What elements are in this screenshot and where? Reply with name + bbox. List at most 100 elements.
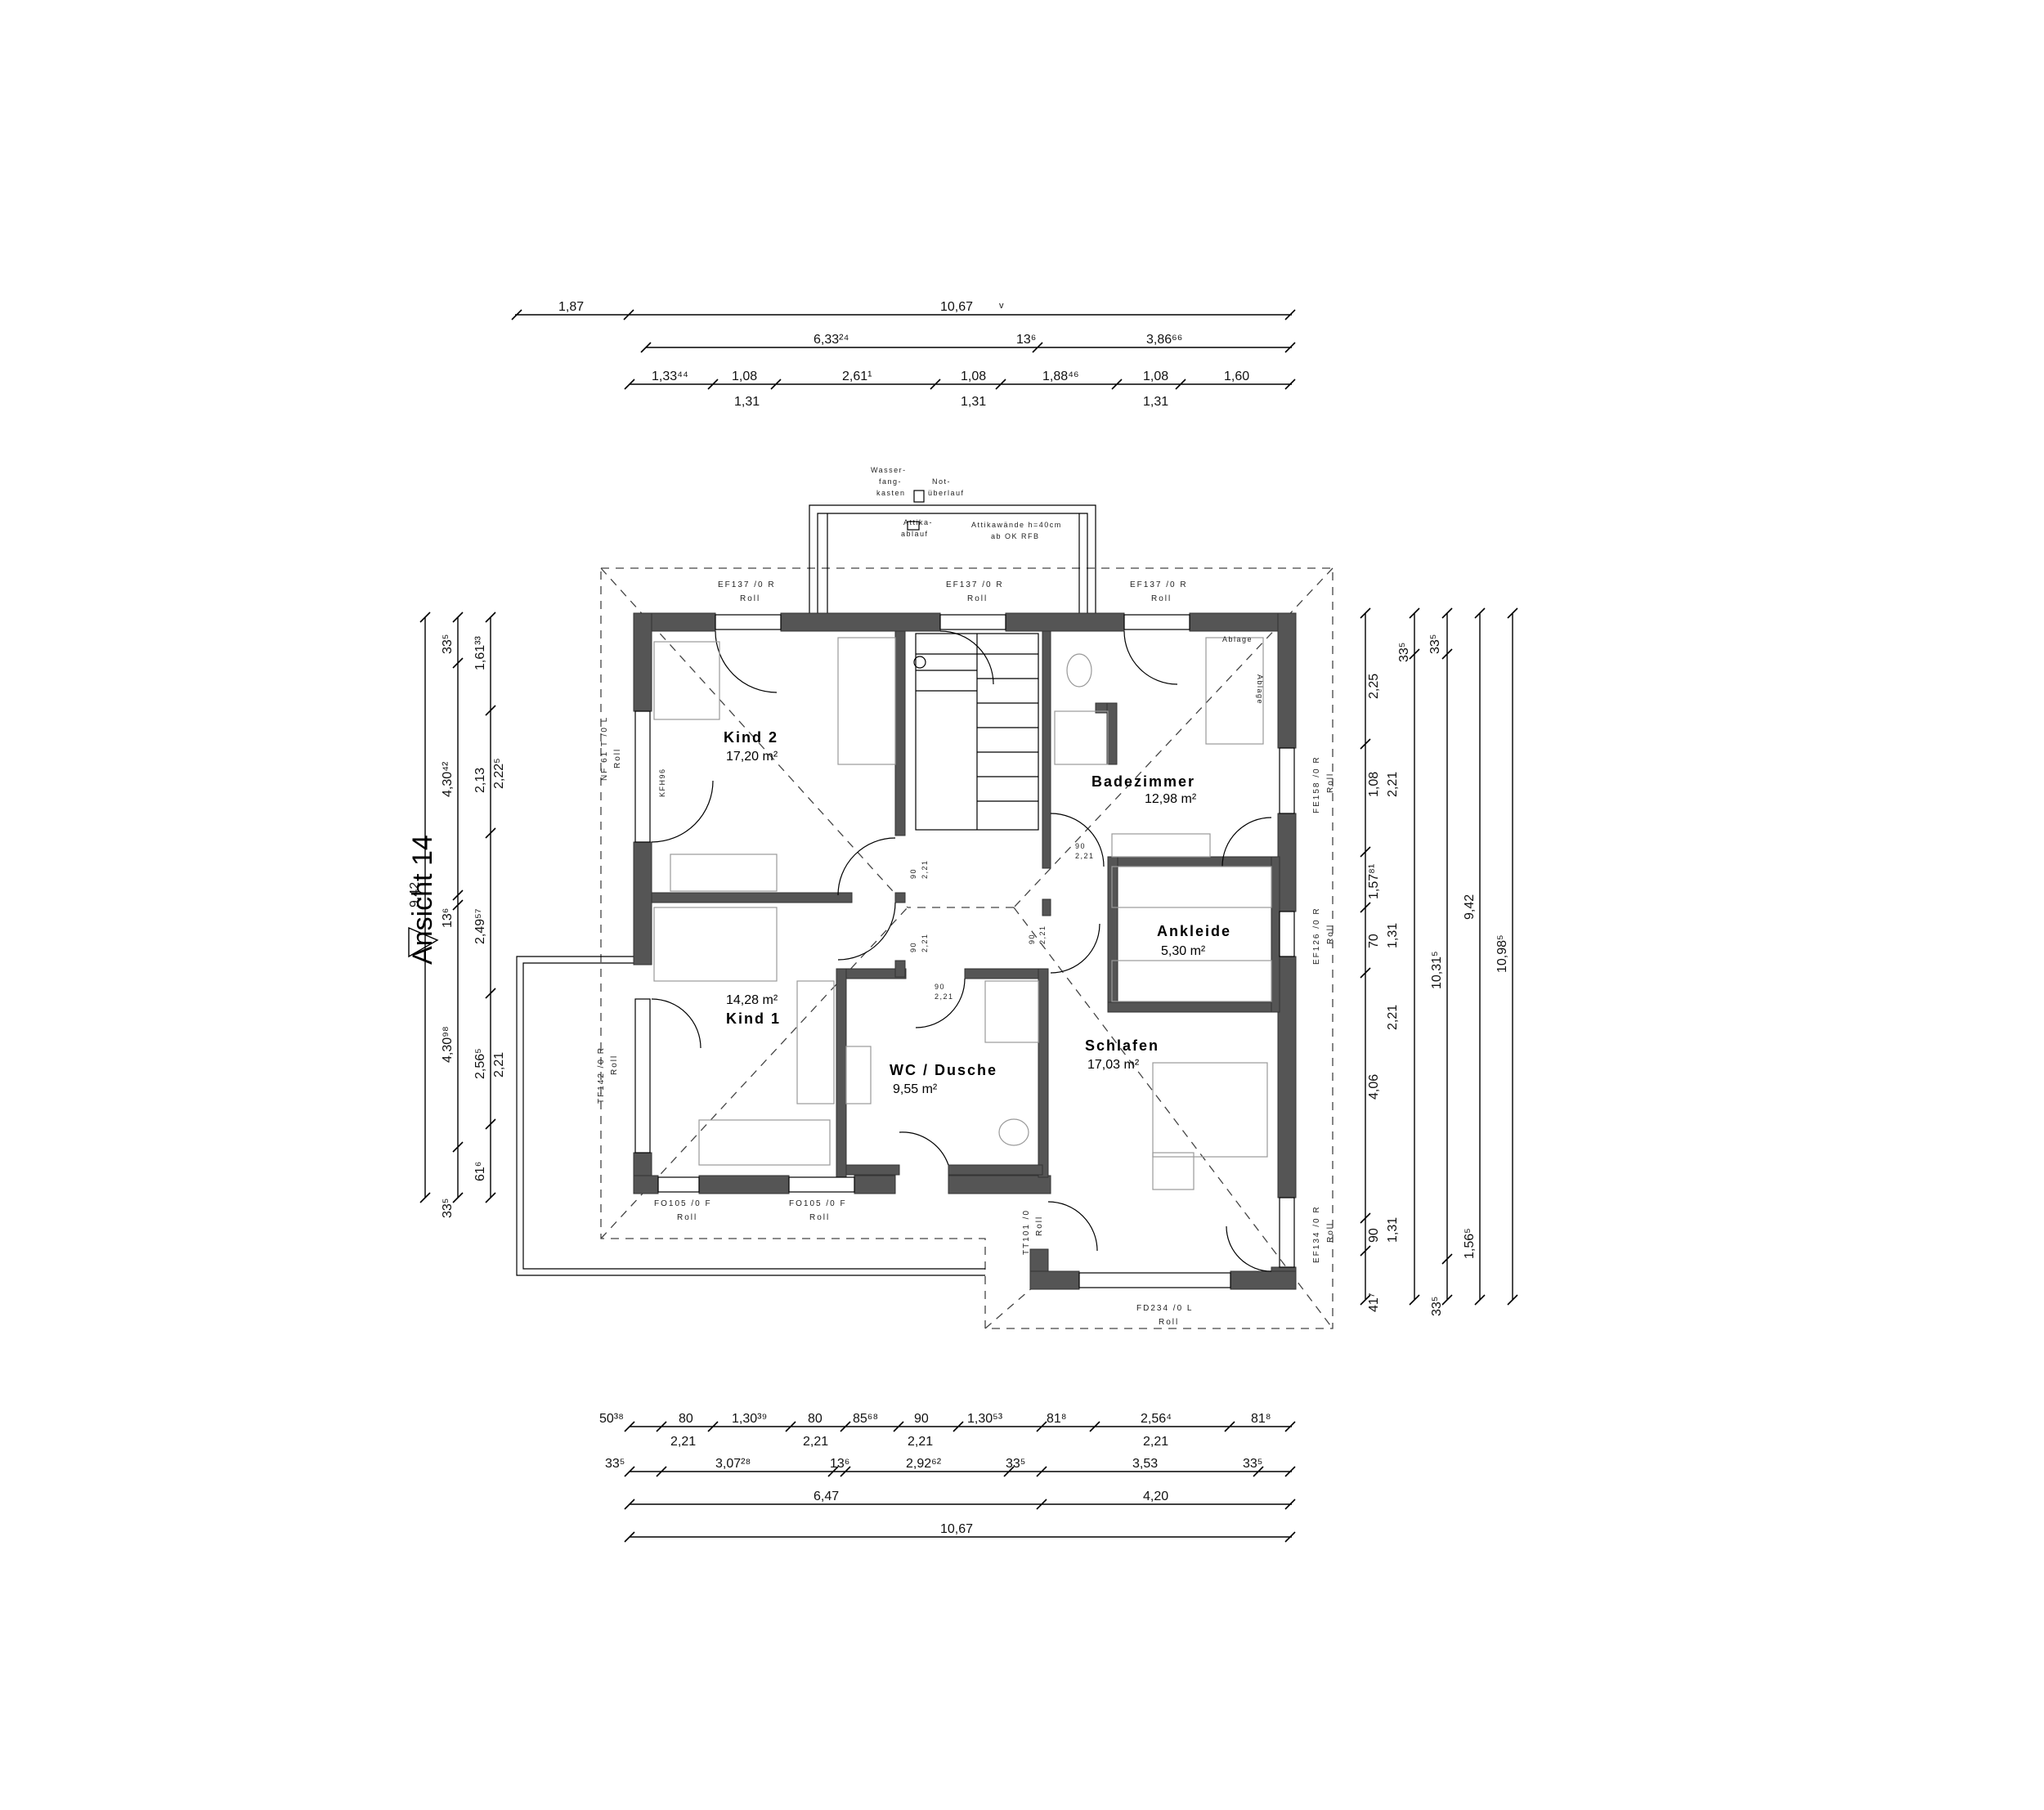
dim-top-row2-a: 6,33²⁴: [814, 333, 849, 347]
room-area-kind2: 17,20 m²: [726, 750, 778, 764]
dim-top-row2-b: 13⁶: [1016, 333, 1036, 347]
dim-top-row3-c: 2,61¹: [842, 370, 872, 383]
view-label: Ansicht 14: [407, 835, 438, 965]
window-top3-sub: Roll: [1151, 594, 1172, 603]
svg-text:2,21: 2,21: [921, 859, 929, 879]
window-top1-label: EF137 /0 R: [718, 580, 776, 589]
note-notueberlauf-1: Not-: [932, 477, 951, 486]
note-attikaablauf-2: ablauf: [901, 530, 929, 538]
dim-left-col1-e: 33⁵: [441, 1198, 455, 1218]
dim-right-col1-e: 70: [1367, 934, 1381, 948]
room-area-kind1: 14,28 m²: [726, 993, 778, 1007]
dim-bottom-row1-g: 1,30⁵³: [967, 1412, 1003, 1426]
window-left-bottom-label: TF142 /0 R: [597, 1046, 606, 1104]
dim-right-col1-j: 1,31: [1386, 1217, 1400, 1243]
dim-right-col1-d: 1,57⁸¹: [1367, 864, 1381, 899]
svg-text:2,21: 2,21: [1038, 925, 1047, 944]
dim-bottom-row1-b: 80: [679, 1412, 693, 1426]
dim-right-col3-a: 9,42: [1463, 894, 1477, 920]
furniture: [653, 637, 1272, 1190]
dim-top-row3-a: 1,33⁴⁴: [652, 370, 688, 383]
dim-right-col1-h: 4,06: [1367, 1074, 1381, 1100]
note-notueberlauf-2: überlauf: [928, 489, 965, 497]
window-right-ankleide-sub: Roll: [1326, 924, 1335, 944]
dim-bottom-row2-f: 3,53: [1132, 1457, 1158, 1471]
dim-bottom-row3-b: 4,20: [1143, 1490, 1168, 1503]
dim-bottom-row2-a: 33⁵: [605, 1457, 625, 1471]
dim-left-col2-g: 61⁶: [473, 1162, 487, 1181]
room-name-kind1: Kind 1: [726, 1010, 781, 1027]
note-wasserfang-2: fang-: [879, 477, 902, 486]
dim-bottom-row2-e: 33⁵: [1006, 1457, 1025, 1471]
dim-right-col2-d: 33⁵: [1430, 1297, 1444, 1316]
note-wasserfang-1: Wasser-: [871, 466, 907, 474]
room-name-kind2: Kind 2: [724, 729, 778, 746]
dim-top-row3-sub-c: 1,31: [1143, 395, 1168, 409]
dim-left-col1-c: 13⁶: [441, 908, 455, 928]
dim-bottom-row1-f: 90: [914, 1412, 929, 1426]
dim-bottom-row1-h: 81⁸: [1047, 1412, 1067, 1426]
svg-text:2,21: 2,21: [1075, 852, 1095, 860]
window-right-ankleide-label: EF126 /0 R: [1312, 907, 1321, 965]
dim-bottom-row1-i: 2,56⁴: [1141, 1412, 1172, 1426]
dim-left-col2-d: 2,49⁵⁷: [473, 908, 487, 944]
window-bottom1-sub: Roll: [677, 1213, 697, 1222]
dim-bottom-row1-sub-a: 2,21: [670, 1435, 696, 1449]
dim-right-col2-b: 10,31⁵: [1430, 951, 1444, 989]
window-top3-label: EF137 /0 R: [1130, 580, 1188, 589]
svg-text:2,21: 2,21: [921, 933, 929, 952]
dim-left-col2-c: 2,22⁵: [492, 758, 506, 789]
dim-top-row3-sub-b: 1,31: [961, 395, 986, 409]
window-left-bottom-sub: Roll: [610, 1055, 619, 1075]
dim-bottom-row1-sub-c: 2,21: [908, 1435, 933, 1449]
window-right-schlafen-label: EF134 /0 R: [1312, 1205, 1321, 1263]
room-area-badezimmer: 12,98 m²: [1145, 792, 1197, 806]
window-top2-label: EF137 /0 R: [946, 580, 1004, 589]
dimension-top: 1,87 10,67 v 6,33²⁴ 13⁶ 3,86⁶⁶ 1,33⁴⁴ 1,…: [511, 300, 1296, 409]
dim-top-row1-b: 10,67: [940, 300, 973, 314]
note-kfh: KFH96: [658, 768, 666, 797]
stairs: [913, 633, 1039, 831]
notes: Wasser- fang- kasten Not- überlauf Attik…: [658, 466, 1264, 797]
dim-bottom-row1-e: 85⁶⁸: [853, 1412, 878, 1426]
dim-right-col2-top: 33⁵: [1428, 634, 1442, 654]
dim-bottom-row2-g: 33⁵: [1243, 1457, 1262, 1471]
room-area-ankleide: 5,30 m²: [1161, 944, 1206, 958]
svg-text:90: 90: [935, 983, 945, 991]
room-area-schlafen: 17,03 m²: [1087, 1058, 1140, 1072]
note-wasserfang-3: kasten: [876, 489, 906, 497]
note-attikawaende-2: ab OK RFB: [991, 532, 1040, 540]
dimension-left: 33⁵ 4,30⁴² 13⁶ 4,30⁹⁸ 33⁵ 1,61³³ 2,13 2,…: [407, 612, 506, 1218]
dim-right-col4-a: 10,98⁵: [1495, 934, 1509, 973]
svg-text:2,21: 2,21: [935, 992, 954, 1001]
window-right-schlafen-sub: Roll: [1326, 1222, 1335, 1243]
dim-right-col1-i: 90: [1367, 1228, 1381, 1243]
dim-right-col1-g: 2,21: [1386, 1005, 1400, 1030]
window-frames: [634, 614, 1295, 1288]
dim-right-col1-k: 41⁷: [1367, 1293, 1381, 1312]
dim-bottom-row1-sub-b: 2,21: [803, 1435, 828, 1449]
dim-top-row3-sub-a: 1,31: [734, 395, 760, 409]
svg-text:90: 90: [1028, 934, 1036, 944]
svg-text:90: 90: [909, 942, 917, 952]
dimension-bottom: 50³⁸ 80 1,30³⁹ 80 85⁶⁸ 90 1,30⁵³ 81⁸ 2,5…: [599, 1412, 1296, 1543]
dim-top-row3-f: 1,08: [1143, 370, 1168, 383]
walls: [633, 612, 1297, 1290]
note-ablage-bath: Ablage: [1222, 635, 1253, 643]
dim-top-row1-a: 1,87: [558, 300, 584, 314]
window-labels: EF137 /0 R Roll EF137 /0 R Roll EF137 /0…: [597, 580, 1335, 1327]
window-right-bath-label: FE158 /0 R: [1312, 755, 1321, 813]
dim-left-col1-a: 33⁵: [441, 634, 455, 654]
dim-bottom-row1-c: 1,30³⁹: [732, 1412, 767, 1426]
svg-text:90: 90: [1075, 842, 1086, 850]
dim-bottom-row4-a: 10,67: [940, 1522, 973, 1536]
room-name-ankleide: Ankleide: [1157, 923, 1231, 939]
dim-top-row3-e: 1,88⁴⁶: [1042, 370, 1079, 383]
dim-right-col1-f: 1,31: [1386, 923, 1400, 948]
dim-left-col2-e: 2,56⁵: [473, 1048, 487, 1079]
window-top2-sub: Roll: [967, 594, 988, 603]
window-bottom2-sub: Roll: [809, 1213, 830, 1222]
dim-top-row3-b: 1,08: [732, 370, 757, 383]
window-door-schlafen-label: TT101 /0: [1022, 1209, 1031, 1255]
window-left-top-label: NF 61 T /0 L: [600, 716, 609, 781]
